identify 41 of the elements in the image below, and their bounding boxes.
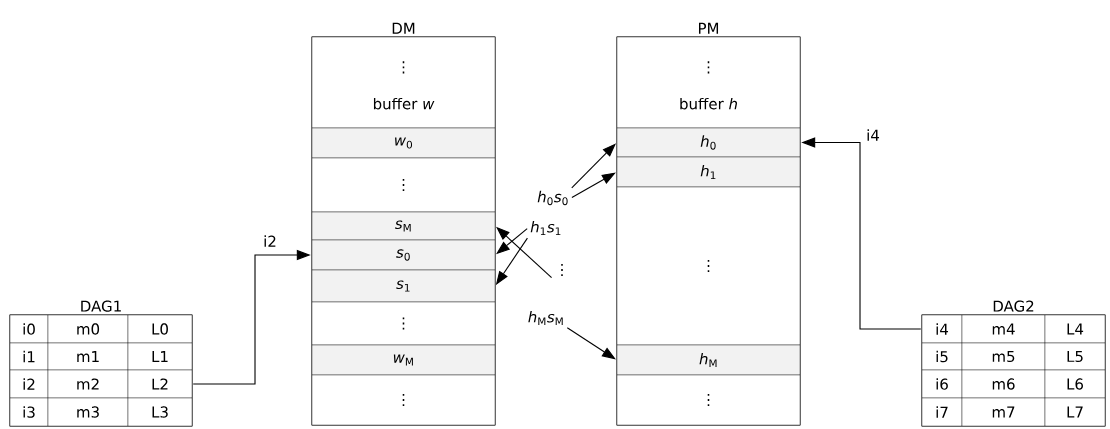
cell: i5 bbox=[921, 342, 963, 371]
cell: L0 bbox=[127, 314, 193, 344]
cell: w$_{M}$ bbox=[311, 344, 496, 376]
cell: s$_{1}$ bbox=[311, 269, 496, 303]
cell: L5 bbox=[1044, 342, 1106, 371]
node-label: DAG1 bbox=[81, 300, 121, 312]
edge-label: i2 bbox=[262, 234, 278, 248]
cell: i6 bbox=[921, 369, 963, 399]
cell: i1 bbox=[9, 342, 49, 371]
cell: ⋮ bbox=[311, 301, 496, 346]
arrow bbox=[566, 327, 616, 360]
bare-label: h$_{0}$s$_{0}$ bbox=[537, 190, 568, 206]
cell: L6 bbox=[1044, 369, 1106, 399]
cell: ⋮ bbox=[311, 374, 496, 426]
bare-label: ⋮ bbox=[561, 263, 563, 277]
cell: i7 bbox=[921, 397, 963, 427]
cell: L2 bbox=[127, 369, 193, 399]
arrow bbox=[571, 172, 616, 199]
cell: i2 bbox=[9, 369, 49, 399]
cell: ⋮ bbox=[616, 186, 801, 346]
node-label: PM bbox=[698, 22, 719, 34]
cell: h$_{0}$ bbox=[616, 127, 801, 158]
cell: ⋮ bbox=[616, 374, 801, 426]
cell: i0 bbox=[9, 314, 49, 344]
cell: L4 bbox=[1044, 314, 1106, 344]
cell: w$_{0}$ bbox=[311, 127, 496, 159]
cell: s$_{0}$ bbox=[311, 239, 496, 271]
edge-label: i4 bbox=[865, 128, 881, 142]
bare-label: h$_{1}$s$_{1}$ bbox=[530, 220, 561, 236]
bare-label: h$_{M}$s$_{M}$ bbox=[528, 310, 563, 326]
cell: i4 bbox=[921, 314, 963, 344]
cell: h$_{M}$ bbox=[616, 344, 801, 376]
cell: L3 bbox=[127, 397, 193, 427]
node-label: DM bbox=[392, 22, 415, 34]
cell: L7 bbox=[1044, 397, 1106, 427]
cell: ⋮ bbox=[311, 157, 496, 213]
cell: s$_{M}$ bbox=[311, 211, 496, 241]
cell: h$_{1}$ bbox=[616, 156, 801, 188]
cell: i3 bbox=[9, 397, 49, 427]
node-label: DAG2 bbox=[993, 300, 1034, 312]
cell: L1 bbox=[127, 342, 193, 371]
